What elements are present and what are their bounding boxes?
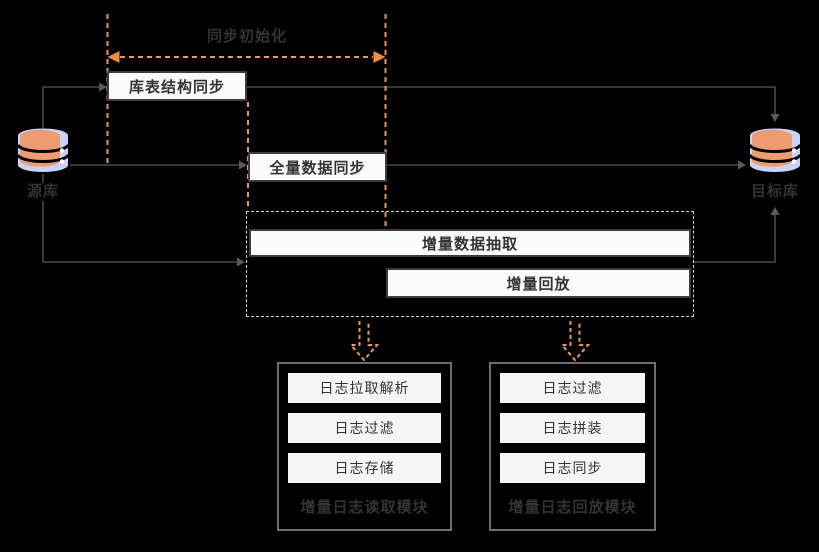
module-item: 日志拼装 [500,413,645,443]
init-phase-dashed-guides [106,14,387,229]
init-phase-arrowheads [107,51,386,63]
incremental-pipeline-frame [246,211,694,317]
source-db-label: 源库 [13,183,73,201]
down-arrow-icon [559,321,591,362]
target-database-icon [748,128,802,172]
module-item: 日志拉取解析 [288,373,441,403]
target-db-label: 目标库 [745,183,805,201]
down-arrow-icon [348,321,380,362]
solid-connectors [42,86,776,263]
log-read-module: 日志拉取解析 日志过滤 日志存储 增量日志读取模块 [277,362,452,531]
module-item: 日志过滤 [288,413,441,443]
phase-title: 同步初始化 [206,28,287,45]
module-down-arrows [348,321,591,362]
source-database-icon [16,128,70,172]
module-item: 日志过滤 [500,373,645,403]
module-item: 日志同步 [500,453,645,483]
incremental-replay-box: 增量回放 [386,268,691,298]
full-sync-box: 全量数据同步 [248,152,387,182]
incremental-extract-box: 增量数据抽取 [249,229,691,257]
module-item: 日志存储 [288,453,441,483]
module-label: 增量日志读取模块 [300,499,429,516]
module-label: 增量日志回放模块 [508,499,637,516]
schema-sync-box: 库表结构同步 [107,71,247,101]
log-replay-module: 日志过滤 日志拼装 日志同步 增量日志回放模块 [489,362,656,531]
solid-arrowheads [99,82,780,267]
